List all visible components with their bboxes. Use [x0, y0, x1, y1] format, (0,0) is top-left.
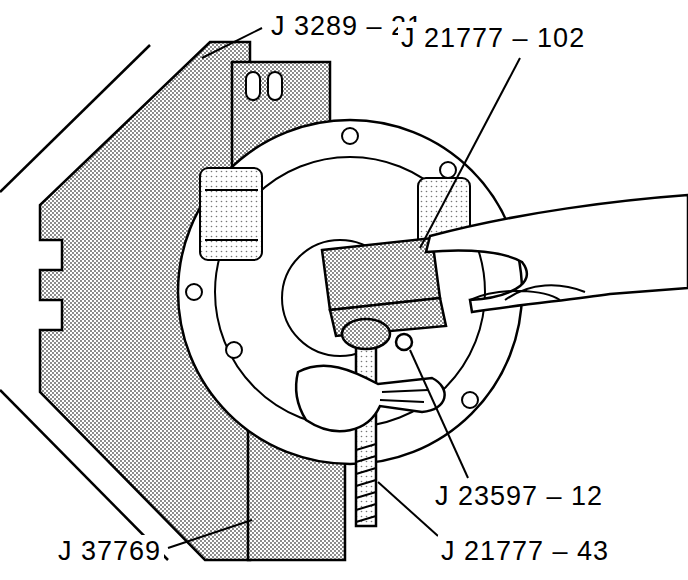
callout-label: J 21777 – 43 [438, 535, 612, 567]
finger-line [470, 285, 585, 300]
forcing-screw [356, 338, 376, 526]
callout-label: J 37769 [55, 535, 164, 567]
leader-line [168, 520, 252, 548]
bolt-hole [462, 392, 478, 408]
leader-line [378, 482, 438, 536]
bolt-hole [342, 128, 358, 144]
bolt-hole [186, 284, 202, 300]
housing-flange [178, 120, 522, 464]
screw-thread [356, 444, 376, 522]
leader-line [420, 58, 520, 248]
cap-line [205, 239, 258, 241]
finger-line [380, 390, 428, 402]
bolt-hole [226, 342, 242, 358]
hand [426, 195, 688, 312]
cap-line [205, 189, 258, 191]
callout-label: J 23597 – 12 [432, 480, 606, 512]
slot [246, 72, 260, 100]
bolt-hole [440, 162, 456, 178]
callout-label: J 21777 – 102 [398, 22, 588, 54]
leader-line [202, 28, 262, 58]
bearing-cap [200, 168, 262, 260]
leader-line [410, 350, 468, 478]
screw-head [342, 319, 390, 349]
adapter-plug [396, 334, 412, 350]
slot [268, 72, 282, 100]
